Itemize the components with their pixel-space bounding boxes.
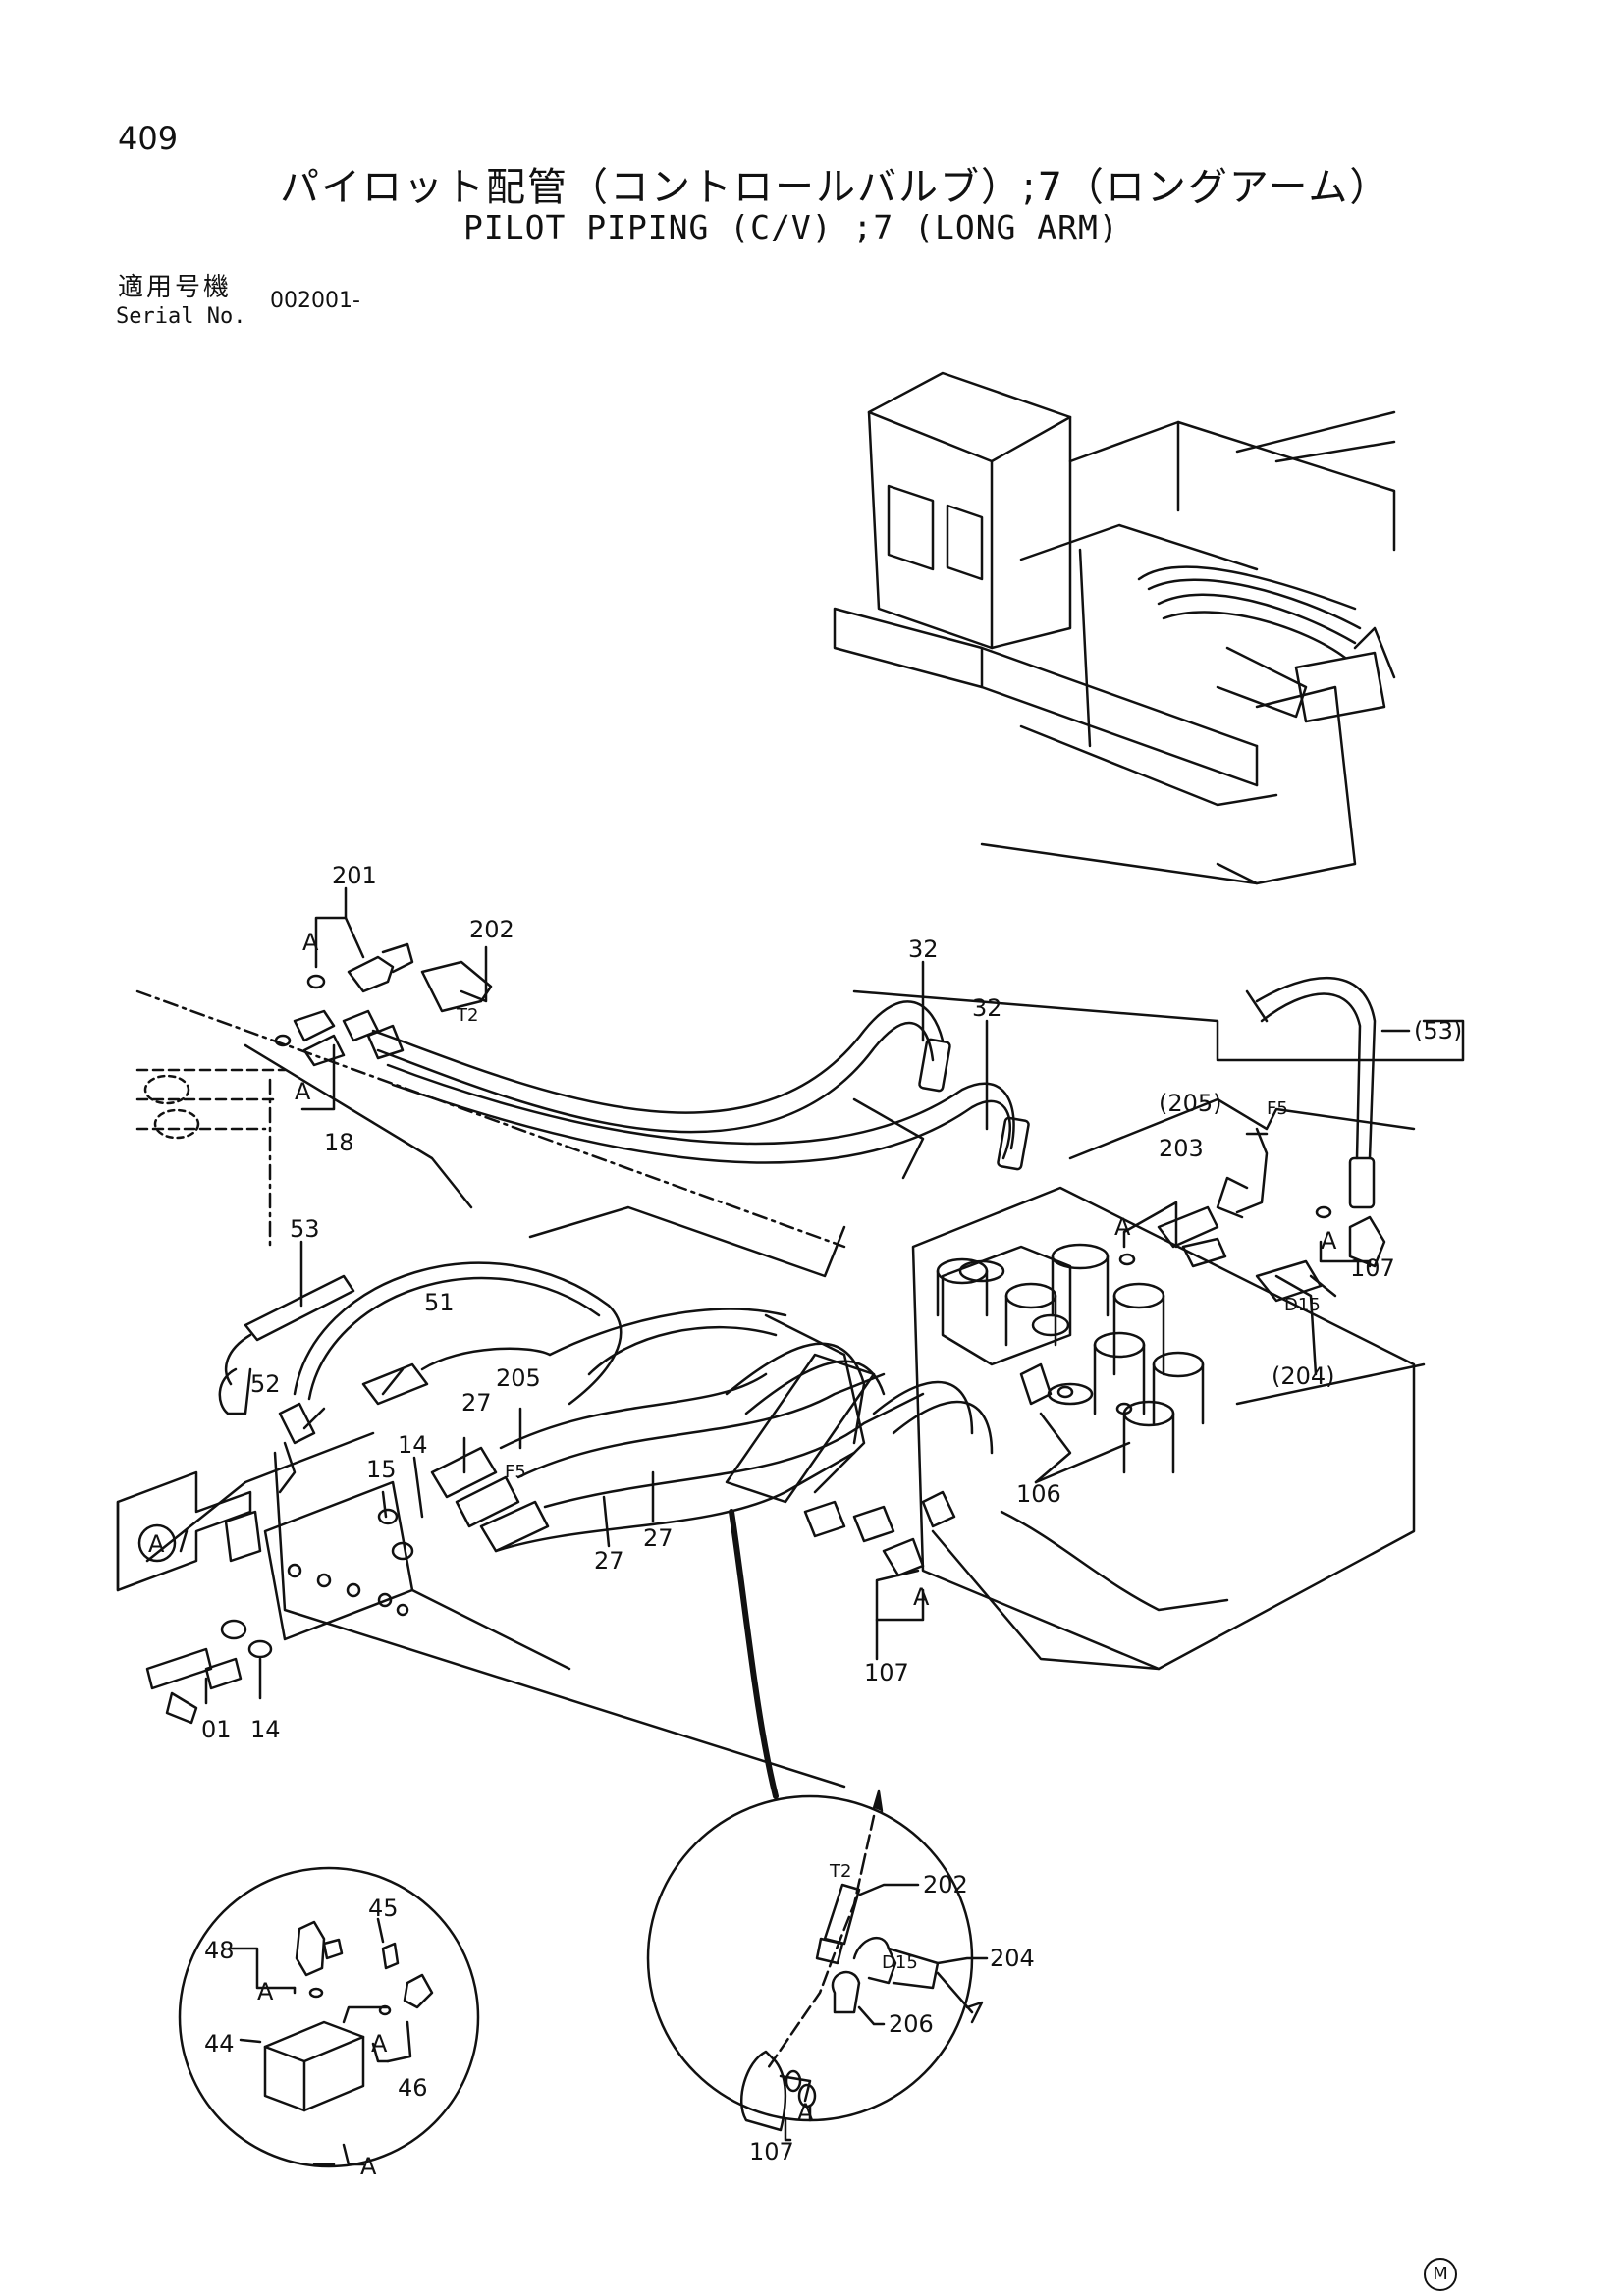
callout-18: 18 [324,1129,354,1156]
callout-206: 206 [889,2010,934,2038]
callout-a-4: A [1321,1227,1337,1255]
callout-202: 202 [469,916,514,943]
callout-107-c: 107 [749,2138,794,2165]
title-japanese: パイロット配管（コントロールバルブ）;7（ロングアーム） [280,165,1391,210]
callout-a-2: A [295,1078,311,1105]
view-marker-a-circle [137,1523,177,1563]
callout-a-1: A [302,929,319,956]
callout-a-3: A [1114,1213,1131,1241]
callout-t2-detail: T2 [829,1861,851,1882]
callout-46: 46 [398,2074,428,2102]
callout-51: 51 [424,1289,455,1316]
manufacturer-mark: M [1424,2258,1457,2291]
title-english: PILOT PIPING (C/V) ;7 (LONG ARM) [463,208,1119,246]
serial-label-japanese: 適用号機 [118,273,233,302]
callout-53-paren: (53) [1414,1017,1462,1044]
callout-204: 204 [990,1945,1035,1972]
callout-53: 53 [290,1215,320,1243]
callout-203: 203 [1159,1135,1204,1162]
callout-14-b: 14 [250,1716,281,1743]
callout-45: 45 [368,1895,399,1922]
callout-48: 48 [204,1937,235,1964]
callout-14-a: 14 [398,1431,428,1459]
callout-204-paren: (204) [1272,1362,1335,1390]
callout-27-a: 27 [461,1389,492,1416]
callout-107-b: 107 [864,1659,909,1686]
callout-01: 01 [201,1716,232,1743]
callout-27-b: 27 [594,1547,624,1575]
serial-label-english: Serial No. [116,304,246,329]
callout-205-paren: (205) [1159,1090,1222,1117]
callout-44: 44 [204,2030,235,2057]
callout-leaders [179,886,1411,1705]
callout-a-6: A [257,1978,274,2005]
detail-view-control-valve [646,1789,989,2142]
callout-32-a: 32 [908,935,939,963]
callout-f5-a: F5 [1267,1098,1288,1119]
callout-d15-detail: D15 [882,1952,918,1973]
callout-15: 15 [366,1456,397,1483]
callout-a-7: A [371,2030,388,2057]
callout-202-detail: 202 [923,1871,968,1898]
callout-52: 52 [250,1370,281,1398]
callout-d15-a: D15 [1284,1295,1321,1315]
callout-107-a: 107 [1350,1255,1395,1282]
callout-32-b: 32 [972,994,1002,1022]
serial-number-value: 002001- [270,289,360,313]
callout-201: 201 [332,862,377,889]
callout-27-c: 27 [643,1524,674,1552]
callout-labels: 201 A 202 T2 32 32 (53) (205) F5 A 18 20… [137,862,1462,2180]
detail-view-a [178,1866,480,2168]
callout-205: 205 [496,1364,541,1392]
callout-a-5: A [913,1583,930,1611]
callout-a-8: A [360,2153,377,2180]
main-pilot-piping-diagram [116,942,1465,1799]
page-number: 409 [118,120,179,157]
callout-106: 106 [1016,1480,1061,1508]
view-marker-a: A [148,1530,165,1558]
machine-overview-illustration [833,371,1396,885]
callout-t2: T2 [456,1005,478,1026]
callout-f5-b: F5 [505,1462,526,1482]
callout-a-9: A [797,2099,814,2126]
